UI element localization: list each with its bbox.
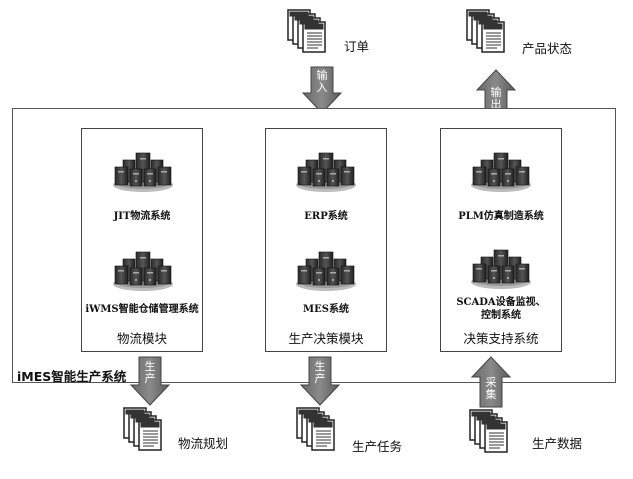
- jit-system-label: JIT物流系统: [113, 211, 171, 222]
- collect-arrow-label: 采集: [485, 376, 497, 401]
- input-arrow: [301, 66, 343, 114]
- collect-arrow: [470, 356, 512, 408]
- scada-server-icon: [470, 249, 532, 290]
- produce-mid-arrow-label: 生产: [314, 360, 326, 385]
- produce-left-arrow-label: 生产: [144, 360, 156, 385]
- production-task-label: 生产任务: [352, 439, 403, 454]
- logistics-plan-label: 物流规划: [178, 436, 229, 451]
- iwms-server-icon: [112, 251, 174, 292]
- mes-server-icon: [295, 251, 357, 292]
- product-status-label: 产品状态: [522, 41, 573, 56]
- production-data-doc-icon: [469, 409, 508, 453]
- iwms-system-label: iWMS智能仓储管理系统: [85, 304, 199, 315]
- mes-system-label: MES系统: [303, 304, 349, 315]
- jit-server-icon: [112, 152, 174, 193]
- input-arrow-label: 输入: [316, 69, 328, 94]
- produce-mid-arrow: [299, 356, 341, 406]
- production-data-label: 生产数据: [532, 436, 583, 451]
- logistics-plan-doc-icon: [123, 407, 162, 451]
- decision-support-module-label: 决策支持系统: [463, 331, 539, 346]
- imes-system-title: iMES智能生产系统: [17, 369, 127, 384]
- produce-left-arrow: [129, 356, 171, 406]
- production-decision-module-label: 生产决策模块: [288, 331, 364, 346]
- logistics-module-label: 物流模块: [116, 331, 167, 346]
- order-label: 订单: [344, 39, 370, 54]
- plm-server-icon: [470, 152, 532, 193]
- order-doc-icon: [287, 9, 326, 53]
- erp-system-label: ERP系统: [304, 211, 348, 222]
- production-task-doc-icon: [296, 407, 335, 451]
- plm-system-label: PLM仿真制造系统: [458, 211, 544, 222]
- output-arrow-label: 输出: [490, 86, 502, 111]
- scada-system-label: SCADA设备监视、控制系统: [456, 297, 546, 321]
- product-status-doc-icon: [466, 9, 505, 53]
- erp-server-icon: [295, 152, 357, 193]
